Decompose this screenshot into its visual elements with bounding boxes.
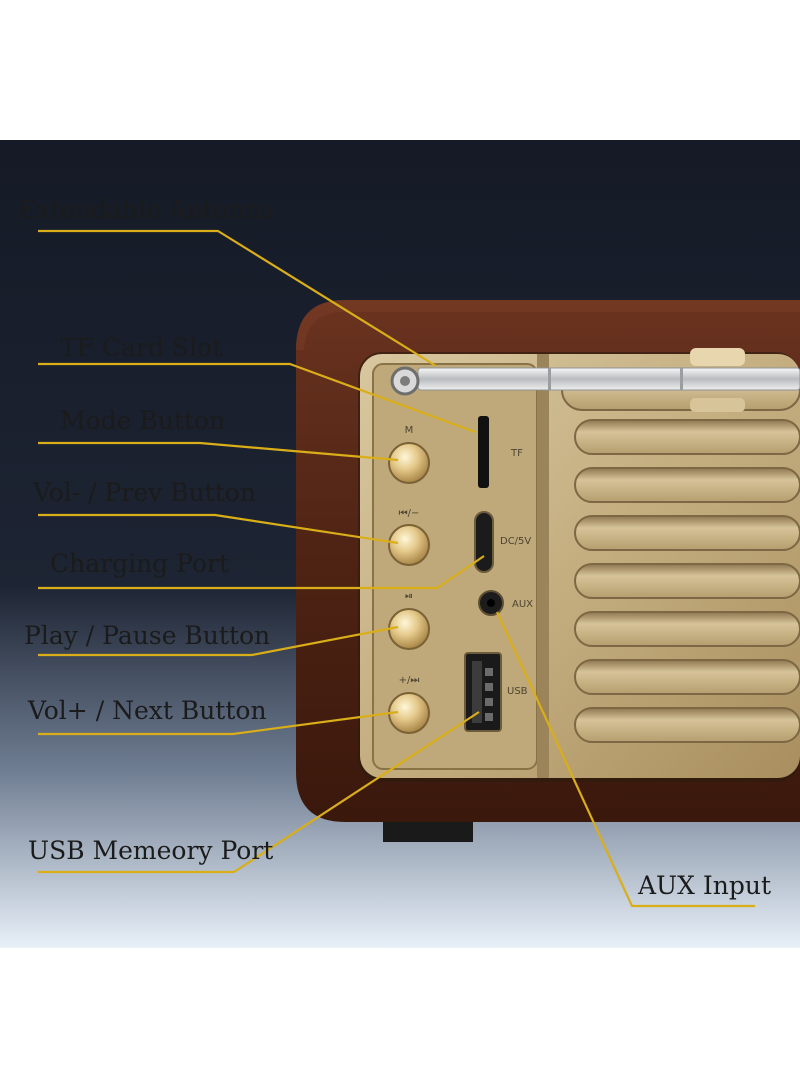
mode-mark: M [405, 425, 414, 436]
callout-usb: USB Memeory Port [28, 836, 274, 865]
tf-card-slot [478, 416, 489, 488]
speaker-grille [561, 348, 800, 743]
prev-mark: ⏮/− [399, 508, 420, 519]
leader-vol-minus [38, 513, 399, 545]
callout-vol-minus: Vol- / Prev Button [33, 478, 256, 507]
leader-vol-plus [38, 710, 399, 736]
antenna [390, 366, 800, 396]
leader-charging [38, 555, 485, 590]
prev-button-knob [388, 524, 430, 566]
callout-aux: AUX Input [638, 871, 771, 900]
callout-antenna: Extendable Antenna [18, 195, 276, 224]
leader-antenna [38, 229, 437, 367]
play-mark: ⏯ [405, 591, 413, 602]
leader-aux [496, 611, 755, 908]
mode-button-knob [388, 442, 430, 484]
usb-mark: USB [507, 686, 528, 697]
play-button-knob [388, 608, 430, 650]
callout-charging: Charging Port [50, 549, 229, 578]
usb-port [464, 652, 502, 732]
dc-charging-port [474, 511, 494, 573]
callout-tf-slot: TF Card Slot [60, 333, 223, 362]
next-mark: +/⏭ [399, 675, 420, 686]
callout-vol-plus: Vol+ / Next Button [28, 696, 267, 725]
callout-mode: Mode Button [60, 406, 226, 435]
leader-tf-slot [38, 362, 476, 434]
callout-play: Play / Pause Button [24, 621, 271, 650]
leader-mode [38, 441, 399, 462]
dc-mark: DC/5V [500, 536, 531, 547]
leader-usb [38, 711, 480, 874]
leader-play [38, 625, 399, 657]
leader-lines [38, 229, 755, 908]
tf-mark: TF [510, 448, 523, 459]
aux-mark: AUX [512, 599, 533, 610]
